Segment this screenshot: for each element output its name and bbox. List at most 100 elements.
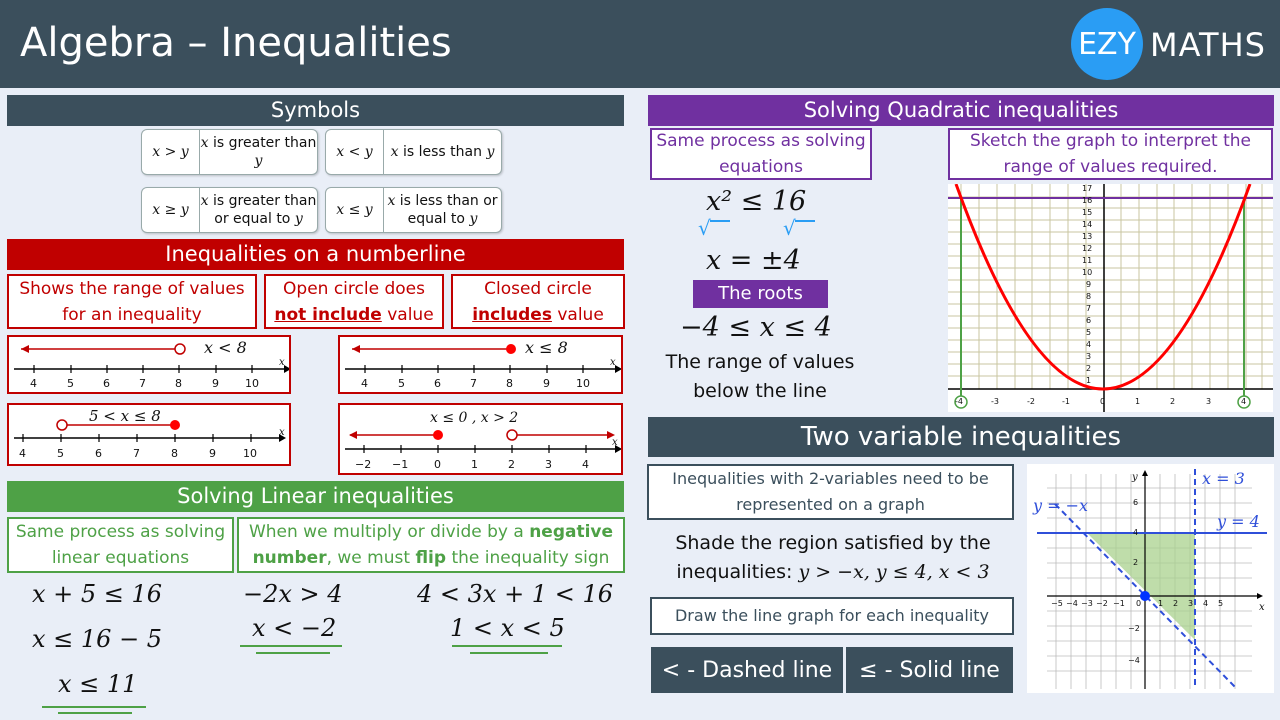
x-tick: 4	[1203, 599, 1209, 608]
twovar-heading: Two variable inequalities	[648, 417, 1274, 457]
linear-ex2-answer: x < −2	[252, 614, 337, 642]
numberline-label: 5 < x ≤ 8	[89, 407, 161, 425]
x-tick: 0	[1100, 397, 1106, 406]
symbol-card-lt: x < y x is less than y	[325, 129, 502, 175]
x-tick: −4	[1066, 599, 1078, 608]
answer-underline	[58, 712, 132, 714]
y-tick: 12	[1082, 244, 1093, 253]
linear-ex3-step1: 4 < 3x + 1 < 16	[417, 580, 613, 608]
linear-info-flip: When we multiply or divide by a negative…	[237, 517, 625, 573]
x-tick: −5	[1051, 599, 1063, 608]
tick-label: 6	[95, 447, 102, 460]
y-tick: 3	[1086, 352, 1092, 361]
linear-ex1-step1: x + 5 ≤ 16	[32, 580, 163, 608]
y-tick: 9	[1086, 280, 1092, 289]
tick-label: 8	[175, 377, 182, 390]
y-tick: 13	[1082, 232, 1093, 241]
twovar-info-graph: Inequalities with 2-variables need to be…	[647, 464, 1014, 520]
y-tick: 16	[1082, 196, 1093, 205]
symbol: x ≥ y	[142, 188, 200, 232]
page-title: Algebra – Inequalities	[20, 20, 452, 66]
axis-label-x: x	[1259, 602, 1265, 613]
y-tick: 2	[1133, 558, 1139, 567]
x-tick: 4	[1241, 397, 1247, 406]
axis-label-y: y	[1132, 472, 1138, 483]
linear-ex2-step1: −2x > 4	[243, 580, 343, 608]
tick-label: 10	[243, 447, 257, 460]
quadratic-graph: 1 2 3 4 5 6 7 8 9 10 11 12 13 14 15 16 1…	[948, 184, 1273, 412]
twovar-graph: x = 3 y = 4 y = −x x y −5 −4 −3 −2 −1 0 …	[1027, 464, 1274, 693]
numberline-info-closed: Closed circle includes value	[451, 274, 625, 329]
x-tick: 1	[1135, 397, 1141, 406]
y-tick: 4	[1086, 340, 1092, 349]
x-tick: −3	[1081, 599, 1093, 608]
symbol-meaning: x is less than y	[390, 144, 495, 160]
symbol-meaning: x is greater than or equal to y	[200, 193, 317, 227]
tick-label: 9	[209, 447, 216, 460]
numberline-label: x ≤ 0 , x > 2	[430, 410, 519, 426]
answer-underline	[42, 706, 146, 708]
numberline-x-le-8: x ≤ 8 x 4 5 6 7 8 9 10	[338, 335, 623, 394]
linear-ex1-answer: x ≤ 11	[58, 670, 138, 698]
tick-label: 10	[245, 377, 259, 390]
numberline-label: x ≤ 8	[525, 338, 568, 357]
tick-label: 2	[508, 458, 515, 471]
symbol-meaning: x is less than or equal to y	[387, 193, 498, 227]
square-root-bar	[795, 220, 815, 222]
solid-line-key: ≤ - Solid line	[846, 647, 1013, 693]
line-label-y4: y = 4	[1217, 512, 1260, 531]
x-tick: 3	[1206, 397, 1212, 406]
symbol-card-gt: x > y x is greater than y	[141, 129, 318, 175]
line-label-ynegx: y = −x	[1033, 496, 1089, 515]
x-tick: -1	[1062, 397, 1070, 406]
linear-ex1-step2: x ≤ 16 − 5	[32, 625, 163, 653]
quadratic-note: The range of values below the line	[665, 351, 855, 402]
quadratic-heading: Solving Quadratic inequalities	[648, 95, 1274, 126]
y-tick: 2	[1086, 364, 1092, 373]
y-tick: 1	[1086, 376, 1092, 385]
top-bar	[0, 0, 1280, 88]
numberline-info-range: Shows the range of values for an inequal…	[7, 274, 257, 329]
tick-label: −2	[355, 458, 372, 471]
square-root-bar	[710, 220, 730, 222]
twovar-shade-text: Shade the region satisfied by the inequa…	[675, 532, 991, 583]
quadratic-info-sketch: Sketch the graph to interpret the range …	[948, 128, 1273, 180]
x-tick: −2	[1096, 599, 1108, 608]
logo-word: MATHS	[1150, 26, 1266, 64]
x-tick: -2	[1027, 397, 1035, 406]
numberline-5-lt-x-le-8: 5 < x ≤ 8 x 4 5 6 7 8 9 10	[7, 403, 291, 466]
y-tick: 7	[1086, 304, 1092, 313]
square-root-mark: √	[783, 216, 796, 240]
x-tick: 3	[1188, 599, 1194, 608]
logo-badge: EZY	[1071, 8, 1143, 80]
tick-label: 6	[103, 377, 110, 390]
numberline-info-open: Open circle does not include value	[264, 274, 444, 329]
y-tick: −4	[1128, 656, 1140, 665]
y-tick: 4	[1133, 528, 1139, 537]
tick-label: 10	[576, 377, 590, 390]
answer-underline	[452, 645, 562, 647]
y-tick: 5	[1086, 328, 1092, 337]
tick-label: 4	[582, 458, 589, 471]
tick-label: 8	[171, 447, 178, 460]
tick-label: 5	[398, 377, 405, 390]
axis-label: x	[279, 357, 285, 368]
tick-label: 6	[434, 377, 441, 390]
y-tick: 6	[1133, 498, 1139, 507]
tick-label: 3	[545, 458, 552, 471]
tick-label: 7	[139, 377, 146, 390]
roots-badge: The roots	[693, 280, 828, 308]
symbol: x < y	[326, 130, 384, 174]
linear-info-process: Same process as solving linear equations	[7, 517, 234, 573]
square-root-mark: √	[698, 216, 711, 240]
tick-label: 8	[506, 377, 513, 390]
answer-underline	[470, 652, 548, 654]
numberline-x-le-0-or-x-gt-2: x ≤ 0 , x > 2 x −2 −1 0 1 2 3 4	[338, 403, 623, 475]
axis-label: x	[610, 357, 616, 368]
linear-ex3-answer: 1 < x < 5	[450, 614, 565, 642]
tick-label: 4	[19, 447, 26, 460]
y-tick: 8	[1086, 292, 1092, 301]
tick-label: 7	[133, 447, 140, 460]
tick-label: 7	[470, 377, 477, 390]
x-tick: 2	[1173, 599, 1179, 608]
